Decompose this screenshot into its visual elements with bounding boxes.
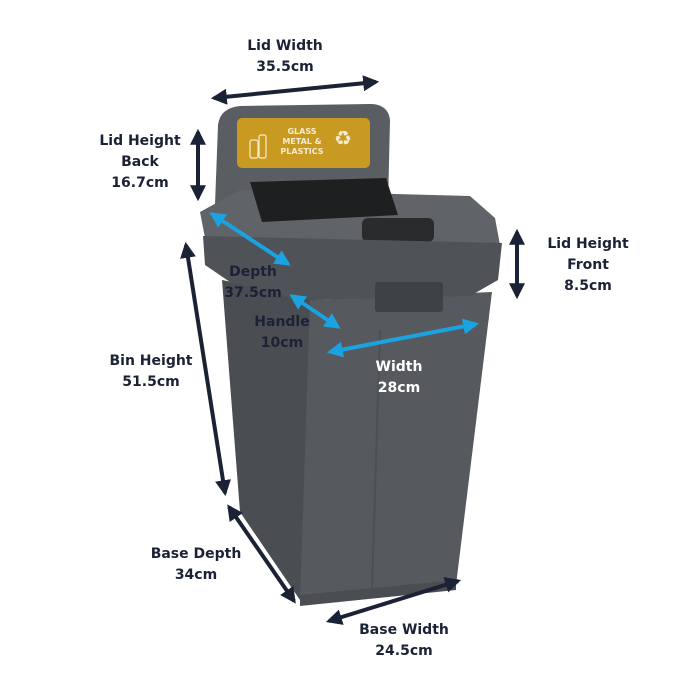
- handle: [362, 218, 434, 242]
- dimension-name: Lid Height: [99, 133, 181, 149]
- dimension-value: 10cm: [260, 335, 304, 351]
- bottles-icon: [249, 134, 267, 159]
- dimension-name: Front: [567, 257, 609, 273]
- dimension-value: 8.5cm: [564, 278, 612, 294]
- depth-label: Depth 37.5cm: [224, 262, 281, 304]
- lid-height-back-label: Lid Height Back 16.7cm: [99, 131, 180, 194]
- lid-height-front-label: Lid Height Front 8.5cm: [547, 234, 628, 297]
- dimension-name: Lid Height: [547, 236, 629, 252]
- dimension-value: 35.5cm: [256, 59, 314, 75]
- base-width-arrow: [325, 577, 462, 625]
- dimension-value: 51.5cm: [122, 374, 180, 390]
- dimension-value: 16.7cm: [111, 175, 169, 191]
- label-panel: [237, 118, 370, 168]
- width-label: Width 28cm: [376, 357, 423, 399]
- label-line: PLASTICS: [280, 147, 324, 156]
- dimension-value: 24.5cm: [375, 643, 433, 659]
- width-arrow: [326, 318, 480, 358]
- dimension-name: Depth: [229, 264, 277, 280]
- dimension-name: Back: [121, 154, 159, 170]
- lid-width-label: Lid Width 35.5cm: [247, 36, 323, 78]
- bin-height-label: Bin Height 51.5cm: [109, 351, 192, 393]
- base-depth-arrow: [227, 504, 296, 604]
- dimension-name: Lid Width: [247, 38, 323, 54]
- bin-label-text: GLASS METAL & PLASTICS: [278, 127, 326, 157]
- lid-opening: [250, 178, 398, 222]
- label-line: GLASS: [287, 127, 317, 136]
- depth-arrow: [209, 212, 291, 266]
- dimension-value: 37.5cm: [224, 285, 282, 301]
- dimension-name: Width: [375, 359, 423, 375]
- lid-width-arrow: [210, 75, 380, 105]
- dimension-name: Base Width: [359, 622, 449, 638]
- dimension-value: 34cm: [174, 567, 218, 583]
- base-width-label: Base Width 24.5cm: [359, 620, 449, 662]
- label-line: METAL &: [282, 137, 322, 146]
- dimension-name: Bin Height: [109, 353, 193, 369]
- base-depth-label: Base Depth 34cm: [151, 544, 242, 586]
- dimension-name: Handle: [254, 314, 310, 330]
- bin-height-arrow: [180, 241, 231, 497]
- handle-label: Handle 10cm: [254, 312, 309, 354]
- recycle-icon: ♻: [334, 126, 352, 150]
- dimension-name: Base Depth: [150, 546, 242, 562]
- bin-body-front: [300, 292, 492, 602]
- dimension-value: 28cm: [377, 380, 421, 396]
